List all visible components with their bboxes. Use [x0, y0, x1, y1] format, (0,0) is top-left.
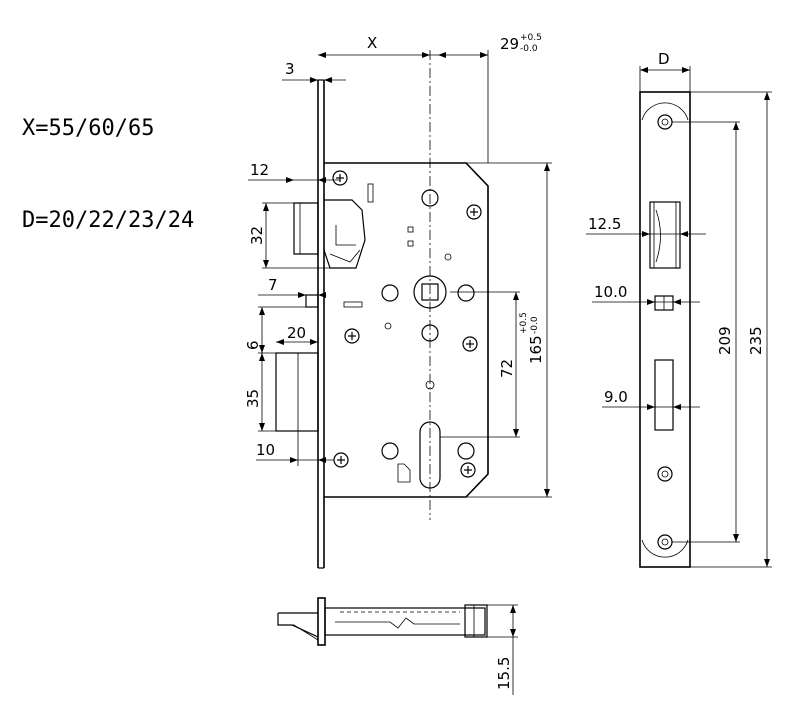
dim-x: X — [367, 34, 377, 52]
svg-text:-0.0: -0.0 — [520, 44, 538, 54]
svg-text:10: 10 — [256, 441, 275, 459]
deadbolt — [275, 352, 319, 432]
svg-text:10.0: 10.0 — [594, 283, 627, 301]
faceplate-dimensions: D 12.5 10.0 9.0 209 235 — [586, 50, 772, 568]
bottom-view: 15.5 — [277, 597, 518, 695]
svg-text:-0.0: -0.0 — [530, 316, 540, 334]
latch-bolt — [293, 202, 319, 255]
svg-text:32: 32 — [248, 226, 266, 245]
svg-text:12: 12 — [250, 161, 269, 179]
svg-text:35: 35 — [244, 389, 262, 408]
svg-text:+0.5: +0.5 — [520, 33, 542, 43]
dim-faceplate: 3 — [285, 60, 295, 78]
dim-hole-spacing: 72 — [498, 359, 516, 378]
svg-text:+0.5: +0.5 — [519, 312, 529, 334]
dim-backset: 29 — [500, 35, 519, 53]
svg-text:20: 20 — [287, 324, 306, 342]
dim-case-height: 165 — [527, 335, 545, 364]
front-view — [275, 50, 489, 569]
d-variants-label: D=20/22/23/24 — [22, 208, 195, 233]
dim-d: D — [658, 50, 670, 68]
dim-screw-spacing: 209 — [716, 326, 734, 355]
svg-text:7: 7 — [268, 276, 278, 294]
dim-faceplate-length: 235 — [747, 326, 765, 355]
dim-case-depth: 15.5 — [495, 657, 513, 690]
front-dimensions: X 29 +0.5 -0.0 3 12 32 7 — [244, 33, 552, 498]
cylinder-cutout — [419, 421, 441, 489]
faceplate-view — [639, 91, 691, 568]
svg-text:6: 6 — [244, 340, 262, 350]
svg-text:9.0: 9.0 — [604, 388, 628, 406]
trigger-bolt — [305, 294, 319, 308]
faceplate-outline — [639, 91, 691, 568]
svg-text:12.5: 12.5 — [588, 215, 621, 233]
lock-case-outline — [324, 162, 489, 498]
x-variants-label: X=55/60/65 — [22, 116, 155, 141]
